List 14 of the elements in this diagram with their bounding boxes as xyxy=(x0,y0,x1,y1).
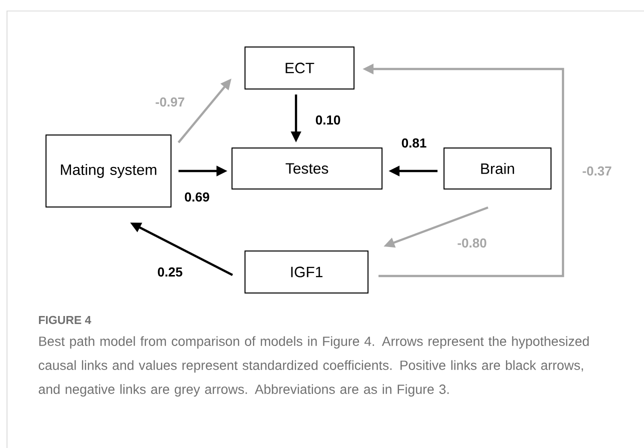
node-box: Testes xyxy=(232,148,382,190)
edge-label: 0.10 xyxy=(314,114,342,126)
figure-label: FIGURE 4 xyxy=(38,316,92,324)
edge-label: 0.25 xyxy=(156,266,184,278)
node-box: Brain xyxy=(444,148,552,190)
edge-label: -0.97 xyxy=(154,96,186,108)
node-box: Mating system xyxy=(46,134,172,208)
edge-label: 0.81 xyxy=(400,137,428,149)
node-box: ECT xyxy=(244,46,354,90)
edge-label: -0.80 xyxy=(456,237,488,249)
node-box: IGF1 xyxy=(244,250,368,294)
edge-label: -0.37 xyxy=(581,165,613,177)
caption: Best path model from comparison of models in Figure 4. Arrows represent the hypothesized causal links and values represent standardized coefficients. Positive links are black arrows, and negative links are grey arrows. Abbreviations are as in Figure 3. xyxy=(38,336,589,397)
edge-label: 0.69 xyxy=(183,191,211,203)
